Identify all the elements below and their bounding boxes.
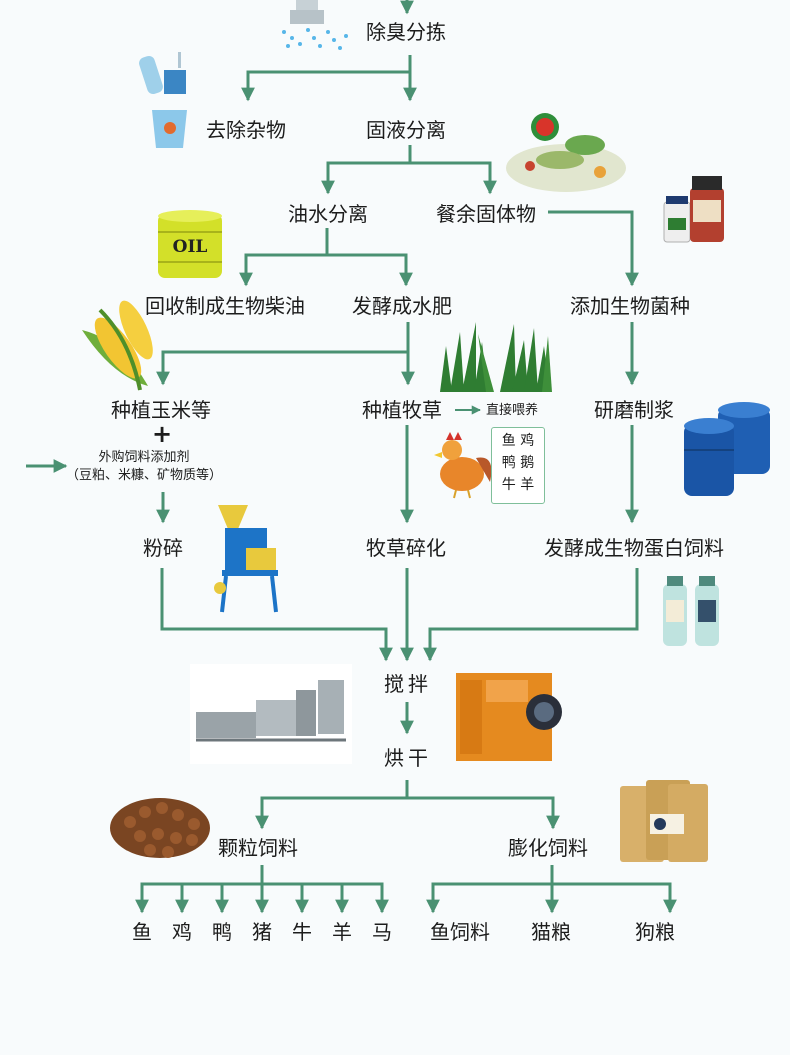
grass-icon — [440, 322, 552, 392]
step-protein-feed: 发酵成生物蛋白饲料 — [544, 536, 724, 560]
pellet-target-sheep: 羊 — [332, 920, 352, 944]
pellet-target-cattle: 牛 — [292, 920, 312, 944]
oil-barrel-label: OIL — [173, 237, 208, 257]
external-additives-title: 外购饲料添加剂 — [98, 450, 190, 465]
step-plant-corn: 种植玉米等 — [111, 398, 211, 422]
step-plant-grass: 种植牧草 — [362, 398, 442, 422]
animal-label: 鱼 — [501, 433, 516, 449]
animal-label: 羊 — [520, 477, 535, 493]
pellet-target-duck: 鸭 — [212, 920, 232, 944]
puffed-target-dog-food: 狗粮 — [635, 920, 675, 944]
step-crush: 粉碎 — [143, 536, 183, 560]
animal-label: 牛 — [501, 477, 516, 493]
puffed-target-fish-feed: 鱼饲料 — [430, 920, 490, 944]
step-grind-slurry: 研磨制浆 — [594, 398, 674, 422]
food-waste-icon — [506, 113, 626, 192]
chicken-icon — [434, 432, 492, 499]
pet-food-bag-icon — [620, 780, 708, 862]
step-puffed-feed: 膨化饲料 — [508, 836, 588, 860]
bacteria-bottle-icon — [663, 176, 724, 243]
step-remove-impurities: 去除杂物 — [206, 118, 286, 142]
puffed-target-cat-food: 猫粮 — [531, 920, 571, 944]
step-pellet-feed: 颗粒饲料 — [218, 836, 298, 860]
oil-barrel-icon: OIL — [158, 210, 222, 278]
step-biodiesel: 回收制成生物柴油 — [145, 294, 305, 318]
dryer-machine-icon — [456, 673, 562, 761]
animal-row-3: 牛 羊 — [492, 474, 544, 496]
step-dry: 烘干 — [384, 746, 432, 770]
connectors — [26, 0, 677, 914]
step-food-solids: 餐余固体物 — [436, 202, 536, 226]
crusher-machine-icon — [214, 505, 278, 613]
animal-label: 鸭 — [501, 455, 516, 471]
bio-bottle-icon — [663, 576, 719, 646]
step-grass-crush: 牧草碎化 — [366, 536, 446, 560]
blue-drum-icon — [684, 402, 770, 496]
pellet-target-chicken: 鸡 — [172, 920, 192, 944]
pellet-target-horse: 马 — [372, 920, 392, 944]
step-fermented-fertilizer: 发酵成水肥 — [352, 294, 452, 318]
animal-label: 鹅 — [520, 455, 535, 471]
animal-label: 鸡 — [520, 433, 535, 449]
sprayer-icon — [282, 0, 348, 50]
pellet-target-fish: 鱼 — [132, 920, 152, 944]
step-solid-liquid-separation: 固液分离 — [366, 118, 446, 142]
plastic-waste-icon — [139, 52, 187, 148]
corn-icon — [82, 300, 153, 391]
animal-row-1: 鱼 鸡 — [492, 430, 544, 452]
step-deodorize-sort: 除臭分拣 — [366, 20, 446, 44]
step-oil-water-separation: 油水分离 — [288, 202, 368, 226]
plus-sign: + — [152, 420, 173, 448]
external-additives: 外购饲料添加剂 （豆粕、米糠、矿物质等） — [66, 449, 222, 485]
direct-feed-animal-box: 鱼 鸡 鸭 鹅 牛 羊 — [491, 427, 545, 504]
external-additives-detail: （豆粕、米糠、矿物质等） — [66, 468, 223, 483]
production-line-icon — [190, 664, 352, 764]
pellet-target-pig: 猪 — [252, 920, 272, 944]
animal-row-2: 鸭 鹅 — [492, 452, 544, 474]
step-mix: 搅拌 — [384, 672, 432, 696]
pellets-icon — [110, 798, 210, 858]
step-direct-feed: 直接喂养 — [486, 403, 539, 418]
step-add-bacteria: 添加生物菌种 — [570, 294, 690, 318]
